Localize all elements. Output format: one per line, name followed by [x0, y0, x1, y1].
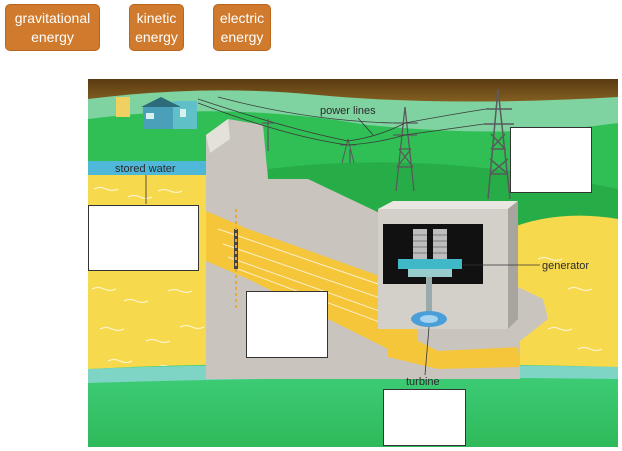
power-line-wires — [197, 96, 487, 146]
drop-zone-falling-water[interactable] — [246, 291, 328, 358]
tile-line2: energy — [220, 28, 264, 45]
leader-turbine — [424, 326, 430, 376]
drop-zone-power-lines[interactable] — [510, 127, 592, 193]
tile-line2: energy — [31, 28, 74, 45]
tailwater-ripples — [537, 257, 603, 351]
turbine-hub — [420, 315, 438, 323]
generator-rotor — [398, 259, 462, 269]
tile-line1: kinetic — [136, 9, 177, 26]
answer-tile-electric-energy[interactable]: electric energy — [213, 4, 271, 51]
leader-power-lines — [357, 117, 374, 136]
tile-line2: energy — [135, 28, 178, 45]
label-generator: generator — [542, 260, 589, 272]
river — [88, 363, 618, 447]
generator-base — [408, 269, 452, 277]
outflow-channel — [388, 339, 520, 369]
label-turbine: turbine — [406, 376, 440, 388]
drop-zone-turbine[interactable] — [383, 389, 466, 446]
tile-line1: electric — [219, 9, 265, 26]
pump-station — [116, 97, 197, 129]
penstock — [206, 211, 418, 349]
dam-top-face — [206, 119, 230, 153]
answer-tile-gravitational-energy[interactable]: gravitational energy — [5, 4, 100, 51]
drop-zone-stored-water[interactable] — [88, 205, 199, 271]
powerhouse-roof — [378, 201, 518, 209]
generator-coils — [413, 229, 447, 261]
label-power-lines: power lines — [320, 105, 376, 117]
label-stored-water: stored water — [115, 163, 176, 175]
tile-line1: gravitational — [14, 9, 91, 26]
pond-water — [88, 161, 206, 175]
answer-tile-kinetic-energy[interactable]: kinetic energy — [129, 4, 184, 51]
tailwater — [498, 215, 618, 377]
turbine-shaft — [426, 277, 432, 319]
utility-poles — [262, 119, 351, 163]
intake-gate — [234, 229, 238, 269]
power-tower-near — [484, 88, 514, 200]
